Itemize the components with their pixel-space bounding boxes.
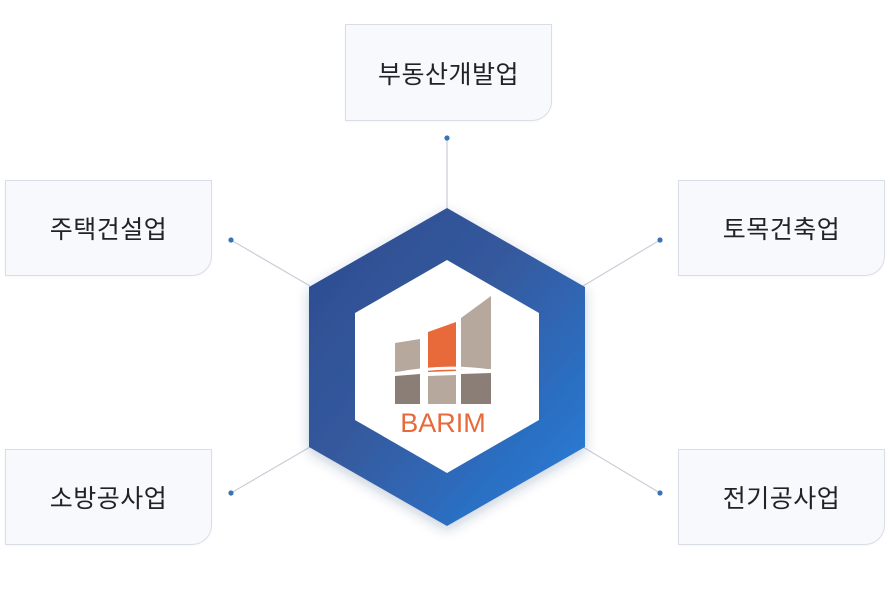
connector-dot-top-left xyxy=(228,237,234,243)
logo-text: BARIM xyxy=(400,408,486,438)
card-civil-construction: 토목건축업 xyxy=(678,180,885,276)
connector-dot-bottom-right xyxy=(657,490,663,496)
connector-dot-top xyxy=(444,135,450,141)
barim-logo: BARIM xyxy=(394,296,492,438)
card-housing-construction: 주택건설업 xyxy=(5,180,212,276)
card-label: 부동산개발업 xyxy=(377,59,519,89)
connector-top-right xyxy=(582,239,661,287)
connector-dot-bottom-left xyxy=(228,490,234,496)
connector-top-left xyxy=(230,239,311,287)
card-label: 소방공사업 xyxy=(49,484,168,513)
card-label: 주택건설업 xyxy=(49,215,168,244)
connector-dot-top-right xyxy=(657,237,663,243)
card-label: 전기공사업 xyxy=(722,484,841,513)
card-electrical-construction: 전기공사업 xyxy=(678,449,885,545)
card-label: 토목건축업 xyxy=(722,215,841,244)
building-bars-icon xyxy=(394,296,492,404)
connector-bottom-left xyxy=(230,446,311,494)
card-real-estate-development: 부동산개발업 xyxy=(345,24,552,121)
card-fire-protection: 소방공사업 xyxy=(5,449,212,545)
connector-bottom-right xyxy=(582,446,661,494)
